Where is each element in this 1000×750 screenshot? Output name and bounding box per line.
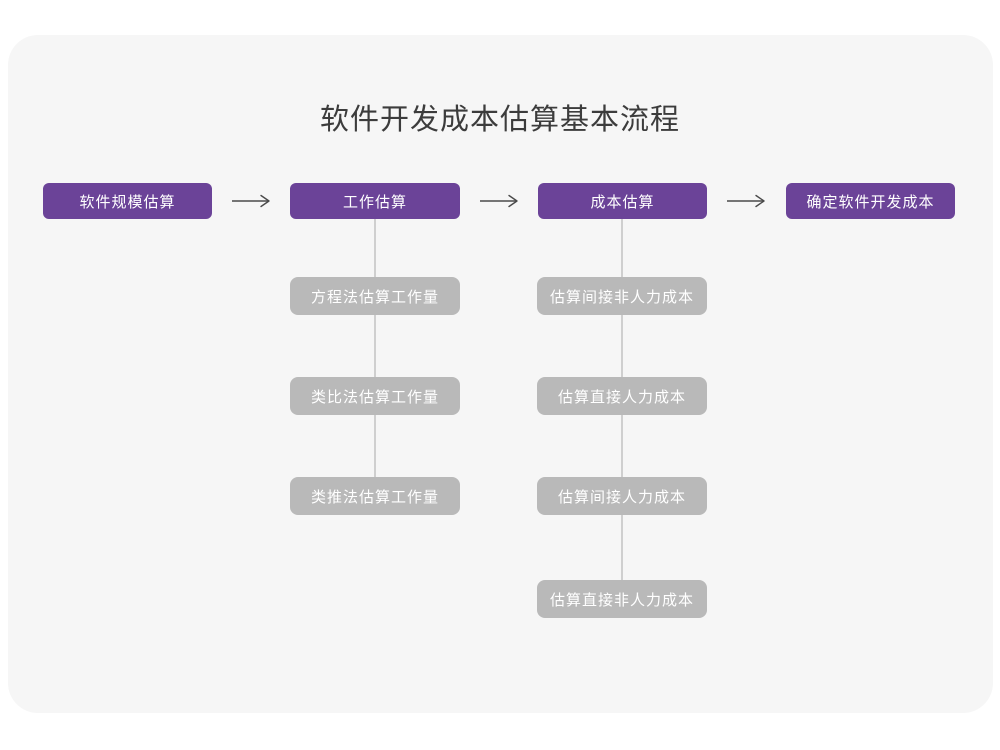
arrow-right-icon: [480, 194, 518, 208]
arrow-right-icon: [727, 194, 765, 208]
method-node-analogy-method: 类比法估算工作量: [290, 377, 460, 415]
diagram-card: [8, 35, 993, 713]
stage-node-cost-estimation: 成本估算: [538, 183, 707, 219]
method-node-equation-method: 方程法估算工作量: [290, 277, 460, 315]
step-node-direct-labor-cost: 估算直接人力成本: [537, 377, 707, 415]
arrow-right-icon: [232, 194, 270, 208]
work-estimation-connector-line: [374, 219, 376, 497]
step-node-indirect-non-labor-cost: 估算间接非人力成本: [537, 277, 707, 315]
step-node-indirect-labor-cost: 估算间接人力成本: [537, 477, 707, 515]
step-node-direct-non-labor-cost: 估算直接非人力成本: [537, 580, 707, 618]
stage-node-software-size-estimation: 软件规模估算: [43, 183, 212, 219]
diagram-title: 软件开发成本估算基本流程: [319, 104, 680, 136]
stage-node-work-estimation: 工作估算: [290, 183, 460, 219]
method-node-extrapolation-method: 类推法估算工作量: [290, 477, 460, 515]
stage-node-determine-software-dev-cost: 确定软件开发成本: [786, 183, 955, 219]
